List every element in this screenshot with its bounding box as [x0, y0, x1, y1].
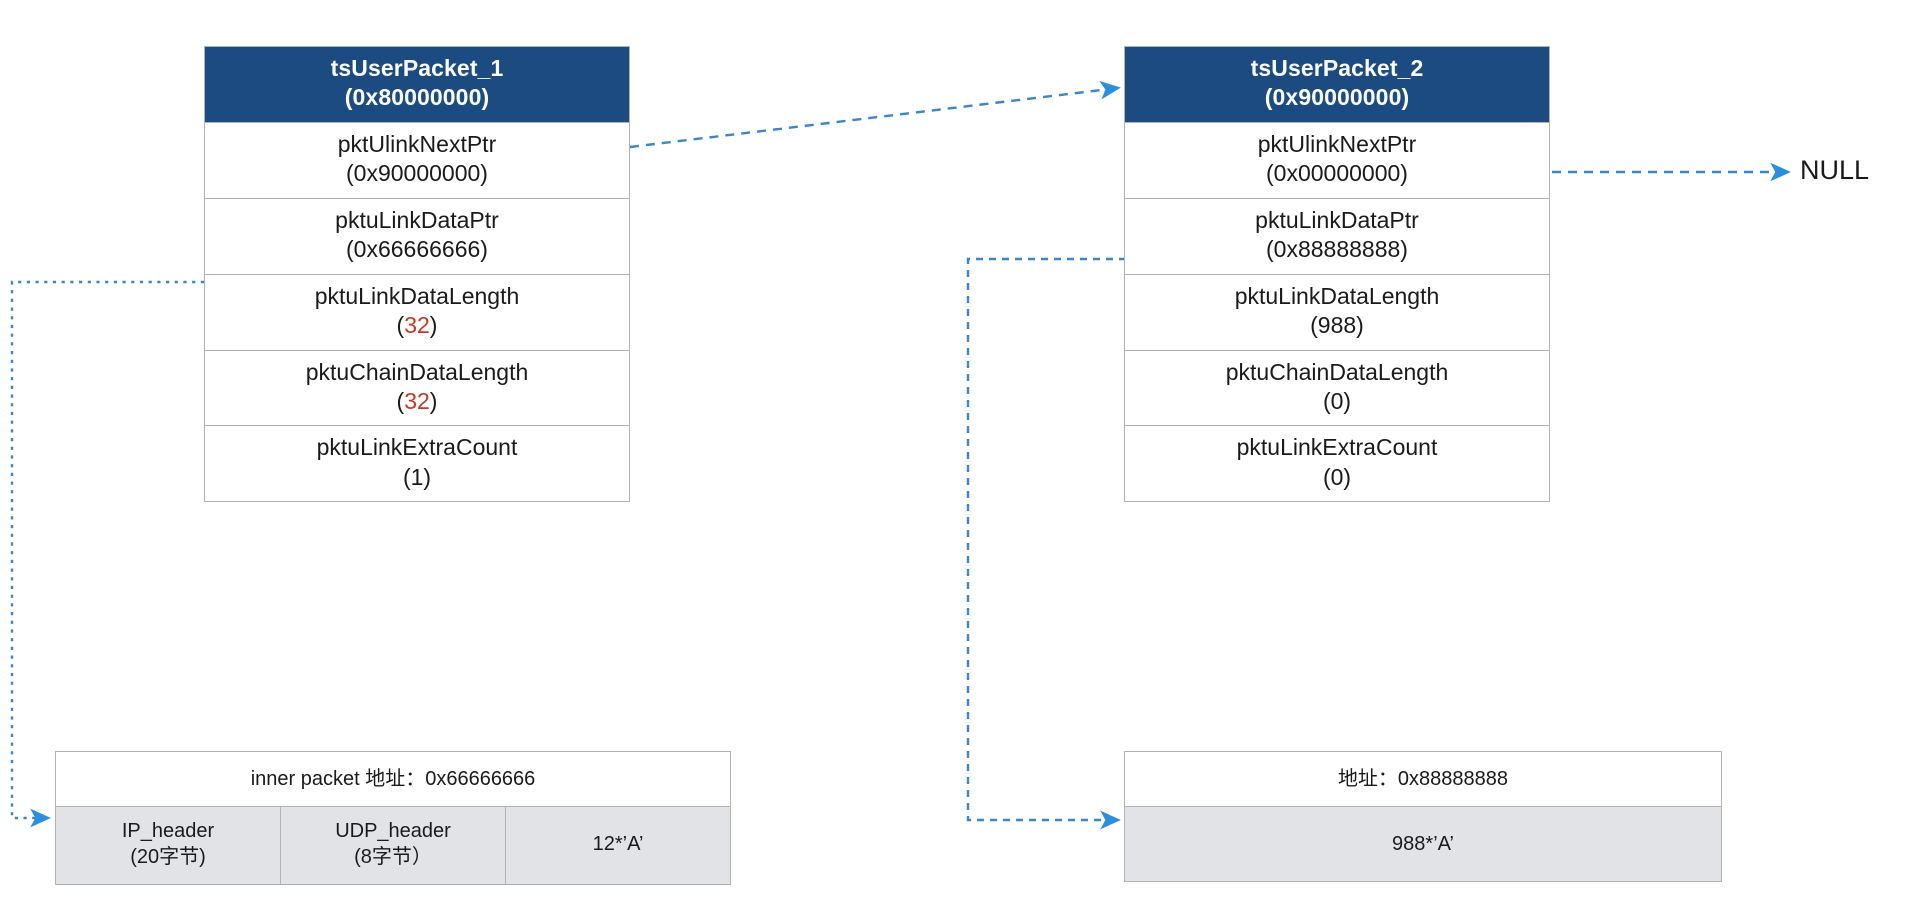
inner-packet-buffer: inner packet 地址：0x66666666 IP_header (20…: [55, 751, 731, 885]
field-name: pktuLinkDataPtr: [1255, 206, 1419, 233]
wire-data-ptr-2-to-buffer: [966, 257, 1126, 830]
field-name: pktuChainDataLength: [1225, 358, 1449, 385]
struct-row-pktuchaindatalength-2: pktuChainDataLength (0): [1125, 349, 1549, 426]
field-name: pktuLinkDataLength: [314, 282, 520, 309]
field-name: pktuLinkExtraCount: [316, 434, 518, 461]
cell-line-1: IP_header: [121, 820, 215, 842]
field-name: pktuLinkDataLength: [1234, 282, 1440, 309]
struct-table-ts-user-packet-1: tsUserPacket_1 (0x80000000) pktUlinkNext…: [204, 46, 630, 503]
field-value: (0): [1322, 387, 1352, 414]
struct-row-pktuchaindatalength-1: pktuChainDataLength (32): [205, 349, 629, 426]
struct-row-pktulinkdataptr-1: pktuLinkDataPtr (0x66666666): [205, 197, 629, 274]
struct-row-pktulinkextracount-1: pktuLinkExtraCount (1): [205, 425, 629, 501]
struct-row-pktulinkextracount-2: pktuLinkExtraCount (0): [1125, 425, 1549, 501]
cell-line-1: 12*’A’: [592, 833, 644, 855]
cell-line-2: (8字节）: [354, 846, 432, 869]
field-value-wrapper: (32): [396, 312, 438, 339]
struct-row-pktulinkdataptr-2: pktuLinkDataPtr (0x88888888): [1125, 197, 1549, 274]
field-value: (0x66666666): [346, 236, 488, 263]
struct-row-pktulinknextptr-2: pktUlinkNextPtr (0x00000000): [1125, 121, 1549, 198]
buffer-cell-payload: 988*’A’: [1125, 807, 1721, 881]
struct-header-address-1: (0x80000000): [344, 84, 490, 111]
wire-data-ptr-1-to-inner-packet: [10, 280, 204, 828]
struct-header-2: tsUserPacket_2 (0x90000000): [1125, 47, 1549, 122]
struct-header-1: tsUserPacket_1 (0x80000000): [205, 47, 629, 122]
buffer-cell-udp-header: UDP_header (8字节）: [280, 807, 505, 884]
struct-header-name-1: tsUserPacket_1: [330, 55, 504, 81]
field-value: 32: [404, 387, 430, 414]
wire-next-ptr-1-to-packet2: [629, 80, 1121, 149]
struct-row-pktulinkdatalength-1: pktuLinkDataLength (32): [205, 273, 629, 350]
inner-packet-address-label: inner packet 地址：0x66666666: [56, 752, 730, 806]
second-data-buffer: 地址：0x88888888 988*’A’: [1124, 751, 1722, 883]
field-value: (1): [402, 463, 432, 490]
second-buffer-address-label: 地址：0x88888888: [1125, 752, 1721, 806]
field-name: pktUlinkNextPtr: [1257, 130, 1417, 157]
cell-line-1: UDP_header: [335, 820, 451, 842]
field-value: (0x00000000): [1266, 160, 1408, 187]
inner-packet-cells: IP_header (20字节) UDP_header (8字节） 12*’A’: [56, 806, 730, 884]
struct-row-pktulinkdatalength-2: pktuLinkDataLength (988): [1125, 273, 1549, 350]
struct-header-name-2: tsUserPacket_2: [1250, 55, 1424, 81]
field-value: (0): [1322, 463, 1352, 490]
struct-row-pktulinknextptr-1: pktUlinkNextPtr (0x90000000): [205, 121, 629, 198]
field-name: pktuChainDataLength: [305, 358, 529, 385]
field-value: (0x88888888): [1266, 236, 1408, 263]
null-label: NULL: [1800, 155, 1870, 185]
field-name: pktuLinkExtraCount: [1236, 434, 1438, 461]
field-value-wrapper: (32): [396, 387, 438, 414]
buffer-cell-payload: 12*’A’: [505, 807, 730, 884]
second-buffer-cells: 988*’A’: [1125, 806, 1721, 882]
cell-line-2: (20字节): [130, 846, 206, 869]
field-value: (988): [1310, 312, 1364, 339]
buffer-cell-ip-header: IP_header (20字节): [56, 807, 280, 884]
field-value: (0x90000000): [346, 160, 488, 187]
field-name: pktuLinkDataPtr: [335, 206, 499, 233]
cell-line-1: 988*’A’: [1392, 833, 1454, 855]
struct-header-address-2: (0x90000000): [1264, 84, 1410, 111]
struct-table-ts-user-packet-2: tsUserPacket_2 (0x90000000) pktUlinkNext…: [1124, 46, 1550, 503]
field-value: 32: [404, 312, 430, 339]
field-name: pktUlinkNextPtr: [337, 130, 497, 157]
